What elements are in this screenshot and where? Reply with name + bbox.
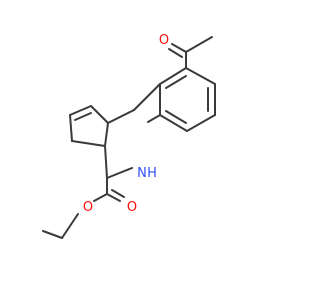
bond [111,189,125,198]
acetyl-oxygen-label: O [159,33,169,48]
bond-layer [42,36,216,239]
bond [159,67,187,85]
bond [168,48,183,58]
bond [90,105,109,124]
atom-label-layer: O N H O O [83,33,169,215]
bond [106,193,121,202]
bond [93,193,108,202]
bond [159,114,188,132]
bond [69,105,92,116]
bond [61,213,79,239]
bond [147,114,161,123]
bond [42,230,63,239]
ring-nitrogen-label: N [137,166,147,181]
molecule-canvas: O N H O O [42,33,216,239]
bond [185,67,216,85]
bond [185,36,213,53]
ester-ether-oxygen-label: O [83,200,93,215]
bond [71,140,106,147]
bond [104,122,109,147]
bond [165,110,187,124]
bond [104,145,108,179]
bond [186,114,216,132]
ester-carbonyl-oxygen-label: O [127,200,137,215]
bond [74,112,92,121]
molecule-structure: O N H O O [42,33,216,239]
bond [107,109,135,124]
bond [165,75,187,89]
bond [106,167,133,179]
bond [69,114,73,142]
ring-nitrogen-hydrogen-label: H [147,166,157,181]
bond [133,83,161,111]
bond [171,43,187,53]
